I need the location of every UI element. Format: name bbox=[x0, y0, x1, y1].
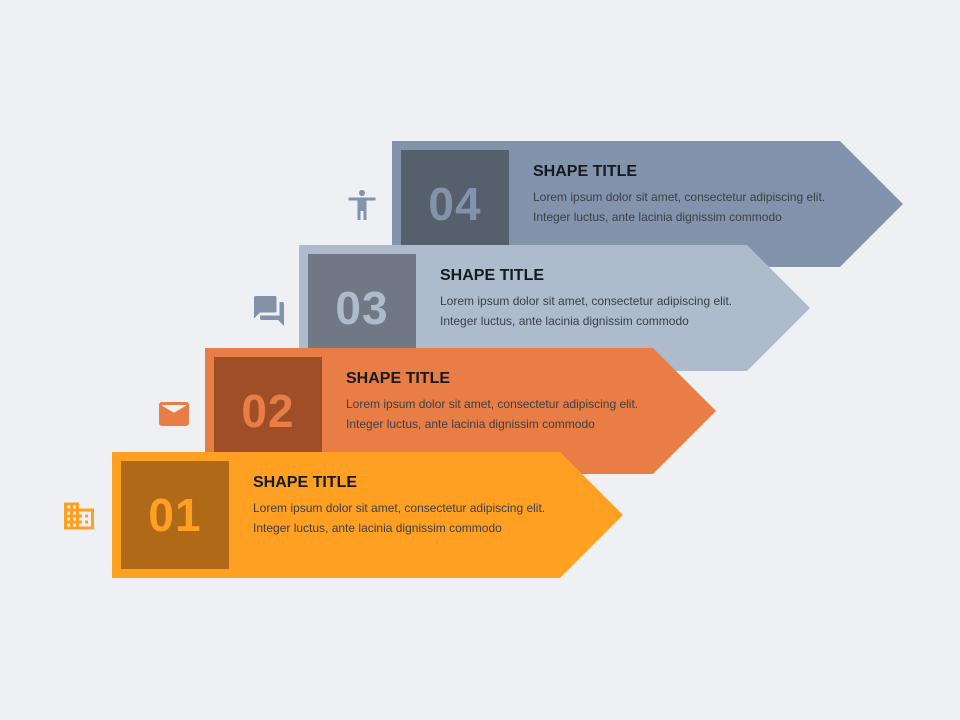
person-icon bbox=[344, 187, 380, 223]
step-02-title: SHAPE TITLE bbox=[346, 370, 451, 387]
step-03-number: 03 bbox=[335, 282, 389, 334]
step-02-description: Lorem ipsum dolor sit amet, consectetur … bbox=[346, 397, 639, 431]
step-01: 01 SHAPE TITLE Lorem ipsum dolor sit ame… bbox=[112, 452, 623, 578]
step-04-number: 04 bbox=[428, 178, 482, 230]
step-01-number-box: 01 bbox=[121, 461, 229, 569]
step-01-description: Lorem ipsum dolor sit amet, consectetur … bbox=[253, 501, 546, 535]
step-03-title: SHAPE TITLE bbox=[440, 267, 545, 284]
step-02-number: 02 bbox=[241, 385, 295, 437]
step-01-number: 01 bbox=[148, 489, 202, 541]
step-04-title: SHAPE TITLE bbox=[533, 163, 638, 180]
step-04-number-box: 04 bbox=[401, 150, 509, 258]
mail-icon bbox=[156, 396, 192, 432]
chat-icon bbox=[251, 293, 287, 329]
step-03-number-box: 03 bbox=[308, 254, 416, 362]
building-icon bbox=[61, 498, 97, 534]
step-04-description: Lorem ipsum dolor sit amet, consectetur … bbox=[533, 190, 826, 224]
step-03-description: Lorem ipsum dolor sit amet, consectetur … bbox=[440, 294, 733, 328]
step-02-number-box: 02 bbox=[214, 357, 322, 465]
step-01-title: SHAPE TITLE bbox=[253, 474, 358, 491]
